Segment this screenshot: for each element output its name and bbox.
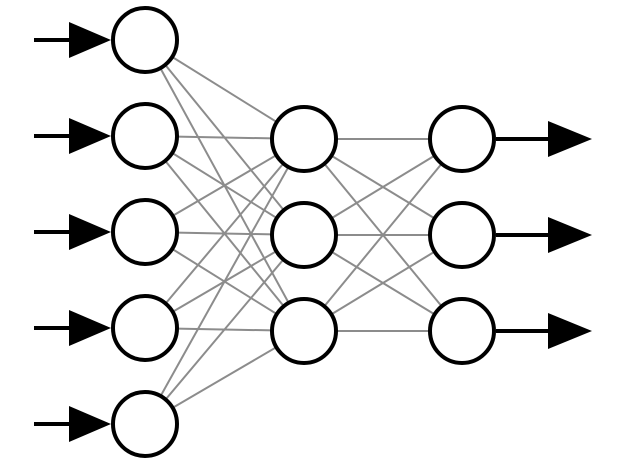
output-node-2: [428, 201, 496, 269]
output-arrow-head-1: [548, 121, 592, 157]
input-node-4: [111, 294, 179, 362]
output-arrow-head-2: [548, 217, 592, 253]
input-arrow-head-5: [69, 406, 111, 442]
connection-line-hidden3-output1: [303, 138, 463, 332]
output-arrow-head-3: [548, 313, 592, 349]
output-node-1: [428, 105, 496, 173]
output-node-3: [428, 297, 496, 365]
arrows-group: [34, 22, 592, 442]
input-arrow-head-2: [69, 118, 111, 154]
input-arrow-head-1: [69, 22, 111, 58]
input-node-3: [111, 198, 179, 266]
hidden-node-2: [270, 201, 338, 269]
input-arrow-head-3: [69, 214, 111, 250]
nodes-group: [111, 6, 496, 458]
input-node-2: [111, 102, 179, 170]
input-arrow-head-4: [69, 310, 111, 346]
connection-line-input5-hidden1: [144, 138, 305, 425]
hidden-node-1: [270, 105, 338, 173]
input-node-5: [111, 390, 179, 458]
hidden-node-3: [270, 297, 338, 365]
connection-line-input4-hidden1: [144, 138, 305, 329]
input-node-1: [111, 6, 179, 74]
connection-line-input5-hidden2: [144, 234, 305, 425]
